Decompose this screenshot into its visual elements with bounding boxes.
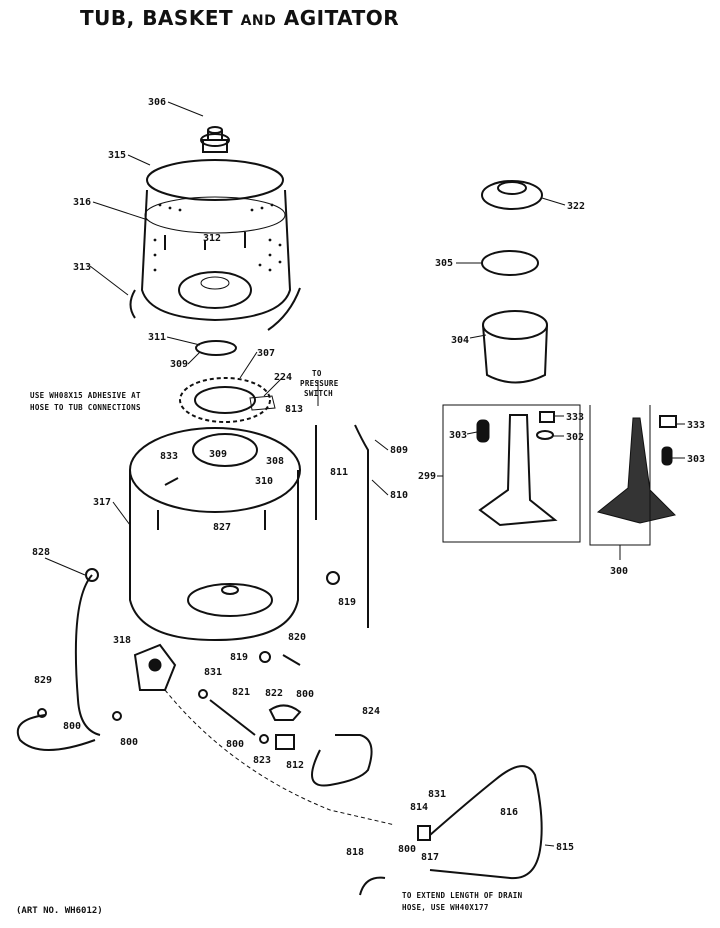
label-303: 303 (449, 430, 467, 441)
label-829: 829 (34, 675, 52, 686)
label-816: 816 (500, 807, 518, 818)
part-labels: 306 315 316 312 313 311 309 307 224 813 … (32, 97, 705, 863)
note-drain-line-2: HOSE, USE WH40X177 (402, 903, 489, 912)
label-333-b: 333 (687, 420, 705, 431)
label-811: 811 (330, 467, 348, 478)
note-drain-line-1: TO EXTEND LENGTH OF DRAIN (402, 891, 523, 900)
label-333: 333 (566, 412, 584, 423)
label-818: 818 (346, 847, 364, 858)
label-814: 814 (410, 802, 428, 813)
label-302: 302 (566, 432, 584, 443)
label-819-plug: 819 (338, 597, 356, 608)
note-adhesive-line-2: HOSE TO TUB CONNECTIONS (30, 403, 141, 412)
label-800-right: 800 (296, 689, 314, 700)
diagram-title: TUB, BASKET AND AGITATOR (80, 6, 399, 30)
label-304: 304 (451, 335, 469, 346)
notes: USE WH08X15 ADHESIVE AT HOSE TO TUB CONN… (30, 369, 523, 912)
label-315: 315 (108, 150, 126, 161)
label-311: 311 (148, 332, 166, 343)
label-831: 831 (204, 667, 222, 678)
label-800-lower: 800 (226, 739, 244, 750)
label-822: 822 (265, 688, 283, 699)
title-and: AND (240, 13, 277, 29)
art-number: (ART NO. WH6012) (16, 906, 103, 916)
label-312: 312 (203, 233, 221, 244)
label-831-b: 831 (428, 789, 446, 800)
label-800-mid: 800 (120, 737, 138, 748)
label-299: 299 (418, 471, 436, 482)
label-800-drain: 800 (398, 844, 416, 855)
title-part-2: AGITATOR (283, 6, 400, 30)
label-306: 306 (148, 97, 166, 108)
label-307: 307 (257, 348, 275, 359)
label-812: 812 (286, 760, 304, 771)
label-300: 300 (610, 566, 628, 577)
pump-and-hoses (16, 424, 396, 826)
note-pressure-line-1: TO (312, 369, 322, 378)
tub-seal-assembly (179, 377, 276, 423)
label-833: 833 (160, 451, 178, 462)
label-817: 817 (421, 852, 439, 863)
label-317: 317 (93, 497, 111, 508)
label-815: 815 (556, 842, 574, 853)
label-827: 827 (213, 522, 231, 533)
label-318: 318 (113, 635, 131, 646)
basket-assembly (129, 126, 301, 356)
label-303-b: 303 (687, 454, 705, 465)
agitator-parts (442, 180, 677, 546)
basket-perforations (153, 203, 282, 272)
label-828: 828 (32, 547, 50, 558)
label-316: 316 (73, 197, 91, 208)
label-305: 305 (435, 258, 453, 269)
label-310: 310 (255, 476, 273, 487)
label-313: 313 (73, 262, 91, 273)
label-322: 322 (567, 201, 585, 212)
label-824: 824 (362, 706, 380, 717)
outer-tub (129, 427, 301, 642)
note-adhesive-line-1: USE WH08X15 ADHESIVE AT (30, 391, 141, 400)
note-pressure-line-2: PRESSURE (300, 379, 339, 388)
label-819: 819 (230, 652, 248, 663)
label-810: 810 (390, 490, 408, 501)
leader-lines (44, 101, 685, 847)
label-308: 308 (266, 456, 284, 467)
note-pressure-line-3: SWITCH (304, 389, 333, 398)
title-part-1: TUB, BASKET (80, 6, 234, 30)
label-309-gasket: 309 (170, 359, 188, 370)
label-809: 809 (390, 445, 408, 456)
label-800-left: 800 (63, 721, 81, 732)
label-309-tub: 309 (209, 449, 227, 460)
label-813: 813 (285, 404, 303, 415)
label-820: 820 (288, 632, 306, 643)
drain-hose (359, 765, 543, 896)
label-823: 823 (253, 755, 271, 766)
label-821: 821 (232, 687, 250, 698)
